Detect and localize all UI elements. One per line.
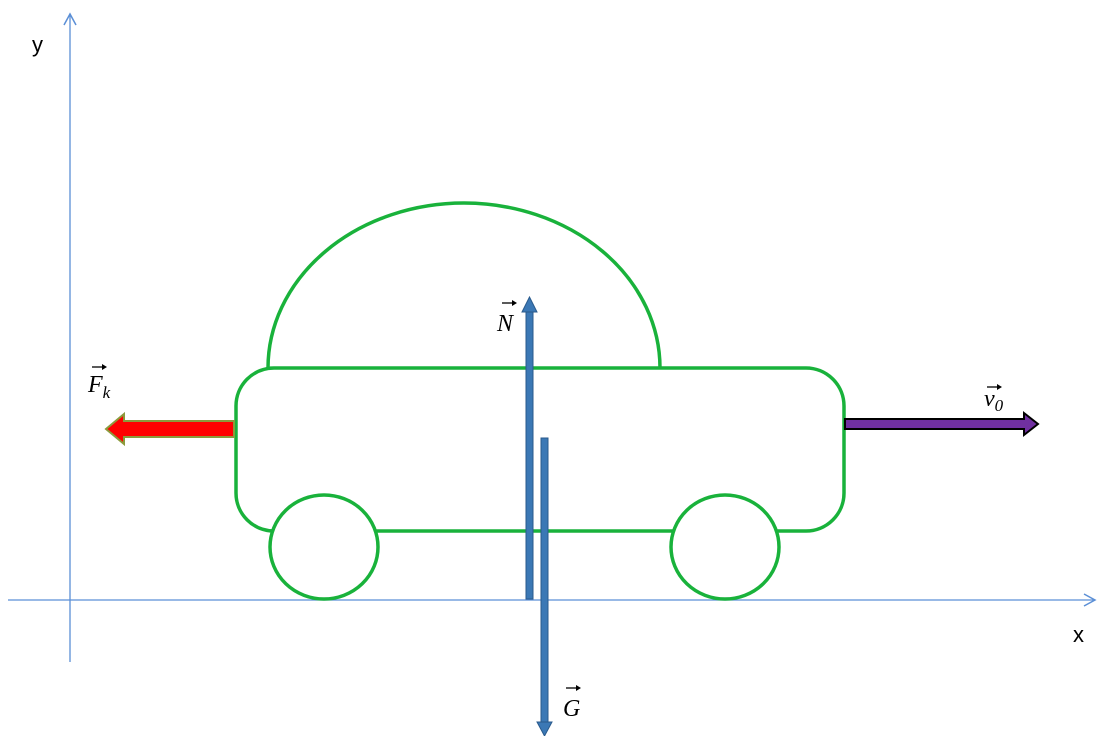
friction-force-label-arrowhead <box>102 364 107 370</box>
velocity-arrow <box>844 410 1040 438</box>
gravity-force-vector: G <box>536 437 581 736</box>
car-roof <box>266 201 662 369</box>
car-rear-wheel <box>268 493 380 601</box>
friction-force-label: Fk <box>87 372 111 402</box>
friction-force-vector: Fk <box>87 364 235 447</box>
friction-force-subscript: k <box>103 383 111 402</box>
velocity-symbol: v <box>984 386 995 412</box>
normal-force-arrowhead <box>521 295 538 313</box>
car-body <box>234 366 846 533</box>
gravity-force-label-arrowhead <box>576 685 581 691</box>
normal-force-label-arrowhead <box>512 300 517 306</box>
friction-force-symbol: F <box>87 372 103 398</box>
car-front-wheel <box>669 493 781 601</box>
x-axis-label: x <box>1073 622 1084 647</box>
car <box>234 201 846 601</box>
normal-force-label: N <box>496 311 515 337</box>
velocity-label-arrowhead <box>997 384 1002 390</box>
velocity-subscript: 0 <box>995 396 1004 415</box>
gravity-force-label: G <box>563 696 580 722</box>
y-axis-label: y <box>32 32 43 57</box>
normal-force-vector: N <box>496 295 538 600</box>
coordinate-axes: y x <box>8 12 1097 662</box>
gravity-force-shaft <box>540 437 549 726</box>
normal-force-shaft <box>525 309 534 600</box>
velocity-vector: v0 <box>844 384 1040 438</box>
friction-force-arrow <box>104 411 235 447</box>
velocity-label: v0 <box>984 386 1004 415</box>
gravity-force-arrowhead <box>536 721 553 736</box>
